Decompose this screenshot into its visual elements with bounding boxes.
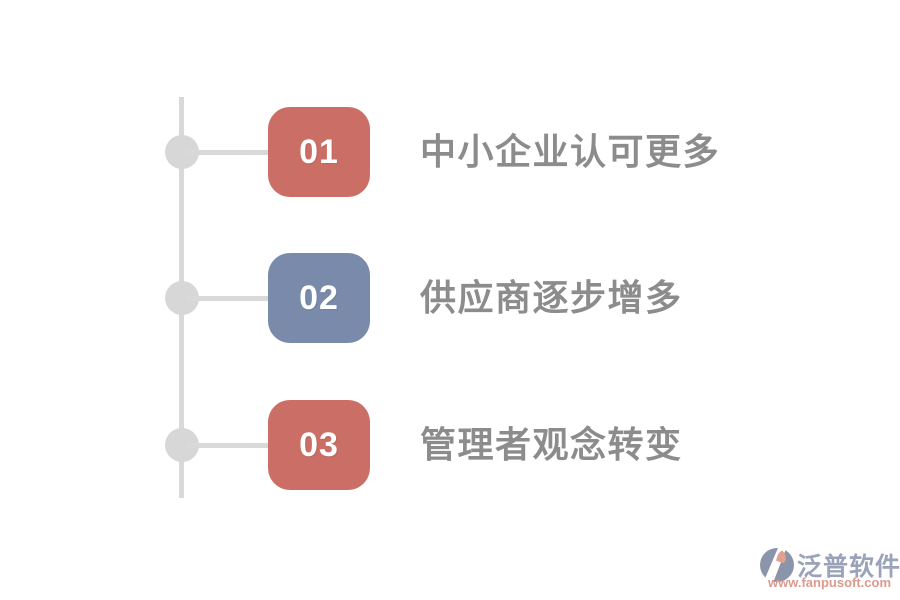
timeline-connector-line [186,296,270,301]
number-badge-label: 01 [299,132,339,171]
row-title: 中小企业认可更多 [420,131,721,172]
watermark-brand-text: 泛普软件 [797,553,900,581]
watermark-url-text: www.fanpusoft.com [768,575,892,590]
timeline-connector-line [186,443,270,448]
number-badge-label: 03 [299,425,339,464]
timeline-connector-line [186,150,270,155]
timeline-row-2: 02 供应商逐步增多 [0,253,900,343]
row-title: 供应商逐步增多 [420,277,683,318]
watermark: 泛普软件 www.fanpusoft.com [760,547,900,592]
row-title: 管理者观念转变 [420,424,683,465]
number-badge-03: 03 [268,400,370,490]
timeline-row-3: 03 管理者观念转变 [0,400,900,490]
number-badge-01: 01 [268,107,370,197]
fanpu-logo-icon [760,548,794,582]
timeline-row-1: 01 中小企业认可更多 [0,107,900,197]
number-badge-label: 02 [299,278,339,317]
number-badge-02: 02 [268,253,370,343]
